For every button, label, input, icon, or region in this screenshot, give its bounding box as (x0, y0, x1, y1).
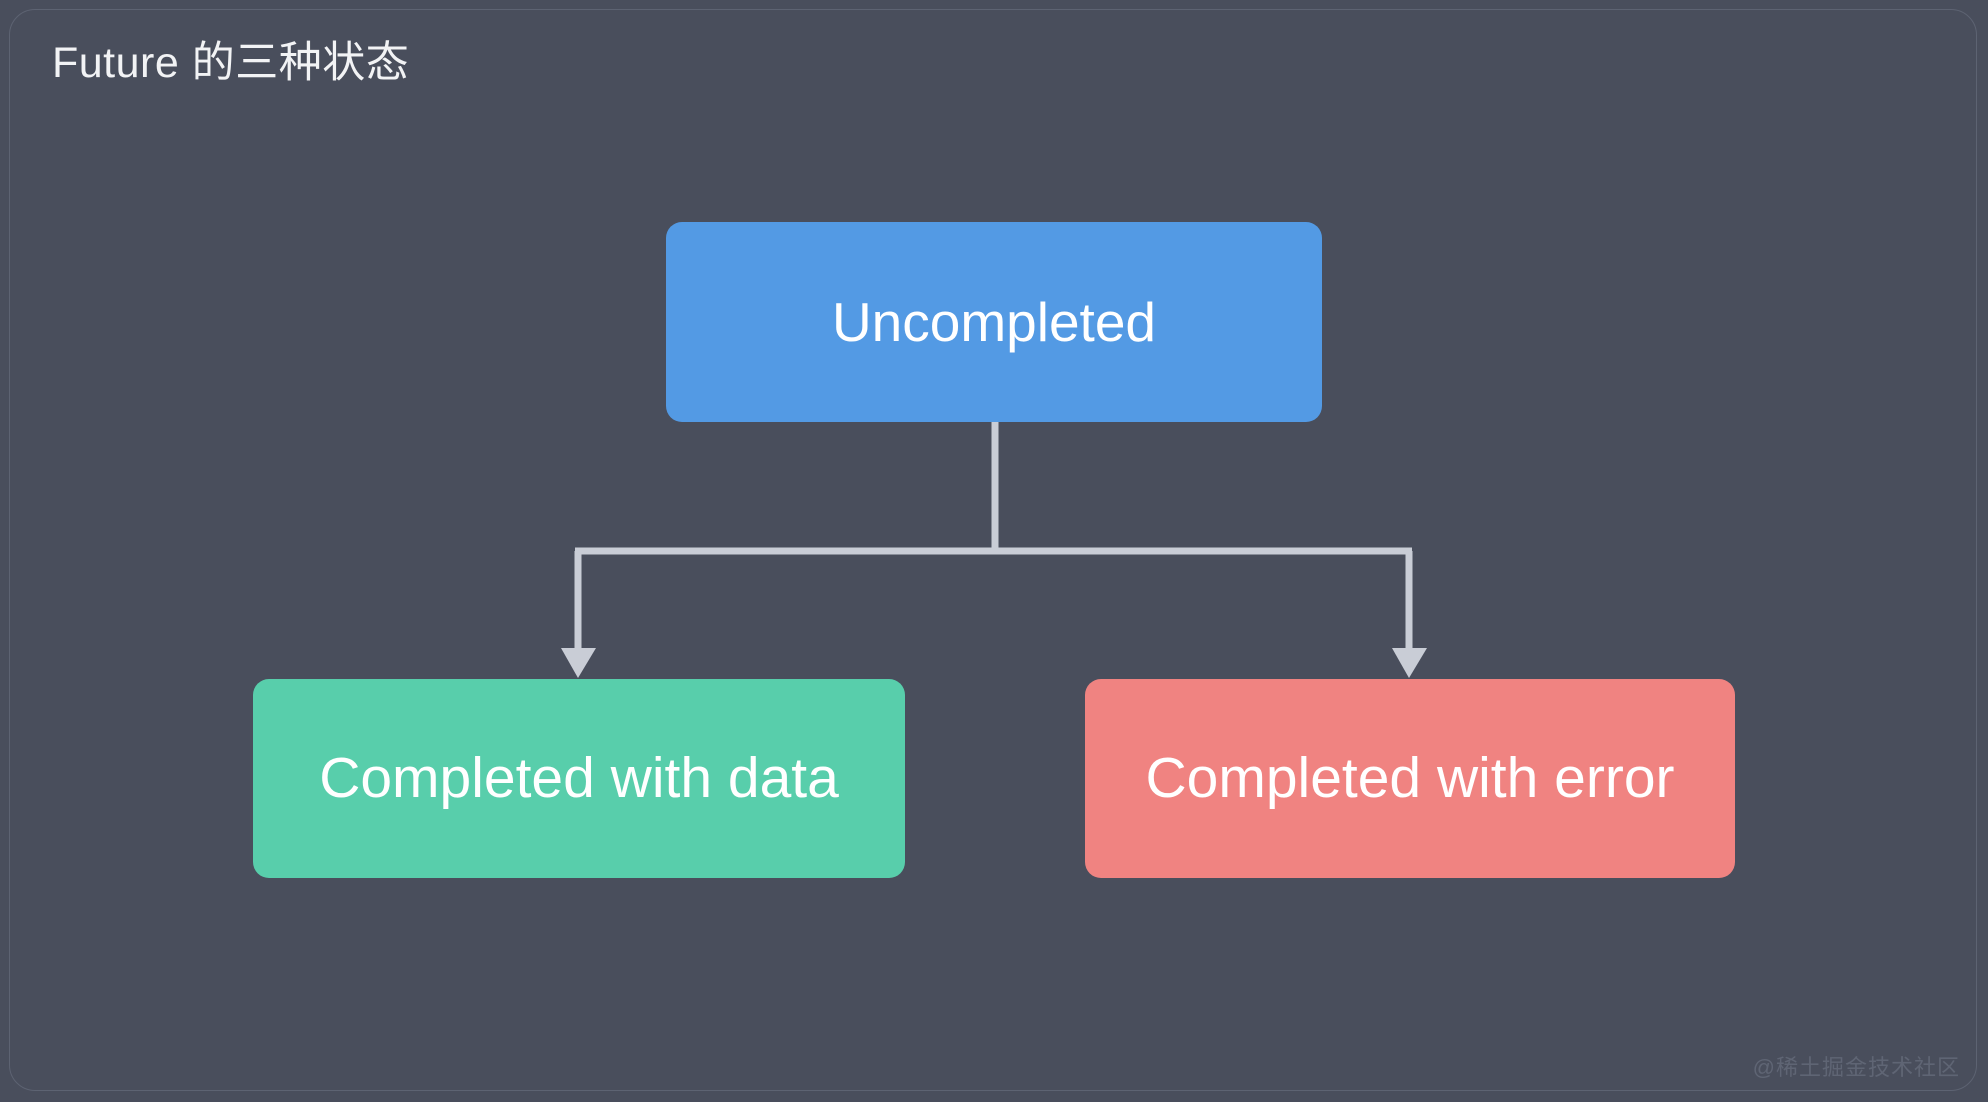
arrowhead-right (1392, 648, 1427, 678)
node-completed-with-data-label: Completed with data (319, 746, 839, 811)
slide-card-border (9, 9, 1977, 1091)
node-completed-with-error[interactable]: Completed with error (1085, 679, 1735, 878)
page-title: Future 的三种状态 (52, 39, 410, 87)
node-completed-with-data[interactable]: Completed with data (253, 679, 905, 878)
watermark: @稀土掘金技术社区 (1752, 1055, 1960, 1080)
arrowhead-left (561, 648, 596, 678)
node-completed-with-error-label: Completed with error (1145, 746, 1675, 811)
node-uncompleted[interactable]: Uncompleted (666, 222, 1322, 422)
node-uncompleted-label: Uncompleted (831, 291, 1157, 353)
